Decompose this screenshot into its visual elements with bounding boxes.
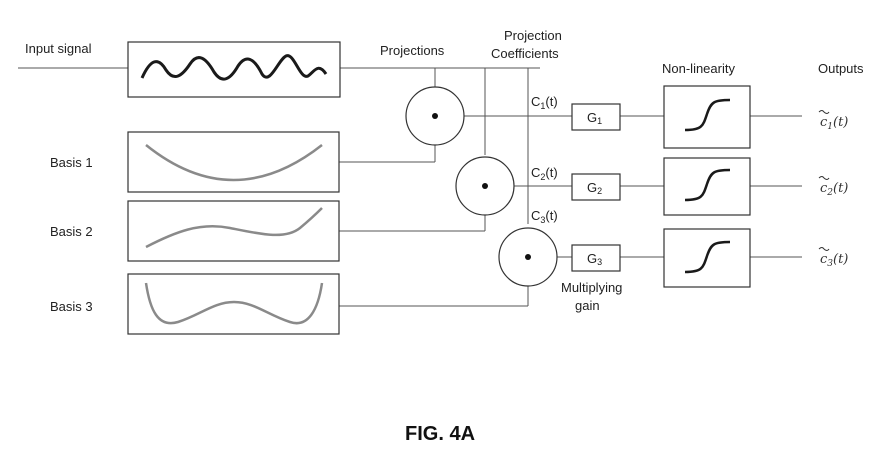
tilde-1-icon bbox=[818, 110, 830, 114]
basis-2-box bbox=[127, 200, 340, 262]
basis-1-curve bbox=[145, 144, 323, 182]
input-signal-waveform bbox=[140, 54, 328, 81]
multiplier-dot-1 bbox=[432, 113, 438, 119]
input-signal-box bbox=[127, 41, 341, 98]
sigmoid-curve-2 bbox=[684, 168, 731, 202]
gain-box-3 bbox=[571, 244, 621, 272]
projection-coefficients-label-line2: Coefficients bbox=[491, 46, 559, 61]
projection-coefficients-label-line1: Projection bbox=[504, 28, 562, 43]
input-signal-label: Input signal bbox=[25, 41, 92, 56]
basis-1-box bbox=[127, 131, 340, 193]
basis-3-label: Basis 3 bbox=[50, 299, 93, 314]
nonlinearity-label: Non-linearity bbox=[662, 61, 735, 76]
svg-text:c2(t): c2(t) bbox=[820, 181, 848, 198]
multiplier-dot-3 bbox=[525, 254, 531, 260]
coefficient-1-label: C1(t) bbox=[531, 94, 558, 111]
sigmoid-curve-3 bbox=[684, 240, 731, 274]
gain-box-1 bbox=[571, 103, 621, 131]
basis-1-label: Basis 1 bbox=[50, 155, 93, 170]
svg-text:c1(t): c1(t) bbox=[820, 115, 848, 132]
projections-label: Projections bbox=[380, 43, 445, 58]
figure-caption: FIG. 4A bbox=[405, 423, 475, 445]
basis-2-label: Basis 2 bbox=[50, 224, 93, 239]
sigmoid-curve-1 bbox=[684, 98, 731, 132]
multiplying-gain-label-line1: Multiplying bbox=[561, 280, 622, 295]
multiplier-dot-2 bbox=[482, 183, 488, 189]
basis-3-curve bbox=[144, 282, 324, 325]
connection-wires bbox=[18, 67, 802, 307]
output-3-label: c3(t) bbox=[818, 247, 848, 269]
tilde-3-icon bbox=[818, 247, 830, 251]
basis-3-box bbox=[127, 273, 340, 335]
gain-box-2 bbox=[571, 173, 621, 201]
multiplying-gain-label-line2: gain bbox=[575, 298, 600, 313]
tilde-2-icon bbox=[818, 176, 830, 180]
basis-2-curve bbox=[145, 207, 323, 249]
gain-3-label: G3 bbox=[587, 251, 602, 267]
gain-1-label: G1 bbox=[587, 110, 602, 126]
outputs-label: Outputs bbox=[818, 61, 864, 76]
gain-2-label: G2 bbox=[587, 180, 602, 196]
output-2-label: c2(t) bbox=[818, 176, 848, 198]
svg-text:c3(t): c3(t) bbox=[820, 252, 848, 269]
output-1-label: c1(t) bbox=[818, 110, 848, 132]
coefficient-2-label: C2(t) bbox=[531, 165, 558, 182]
coefficient-3-label: C3(t) bbox=[531, 208, 558, 225]
